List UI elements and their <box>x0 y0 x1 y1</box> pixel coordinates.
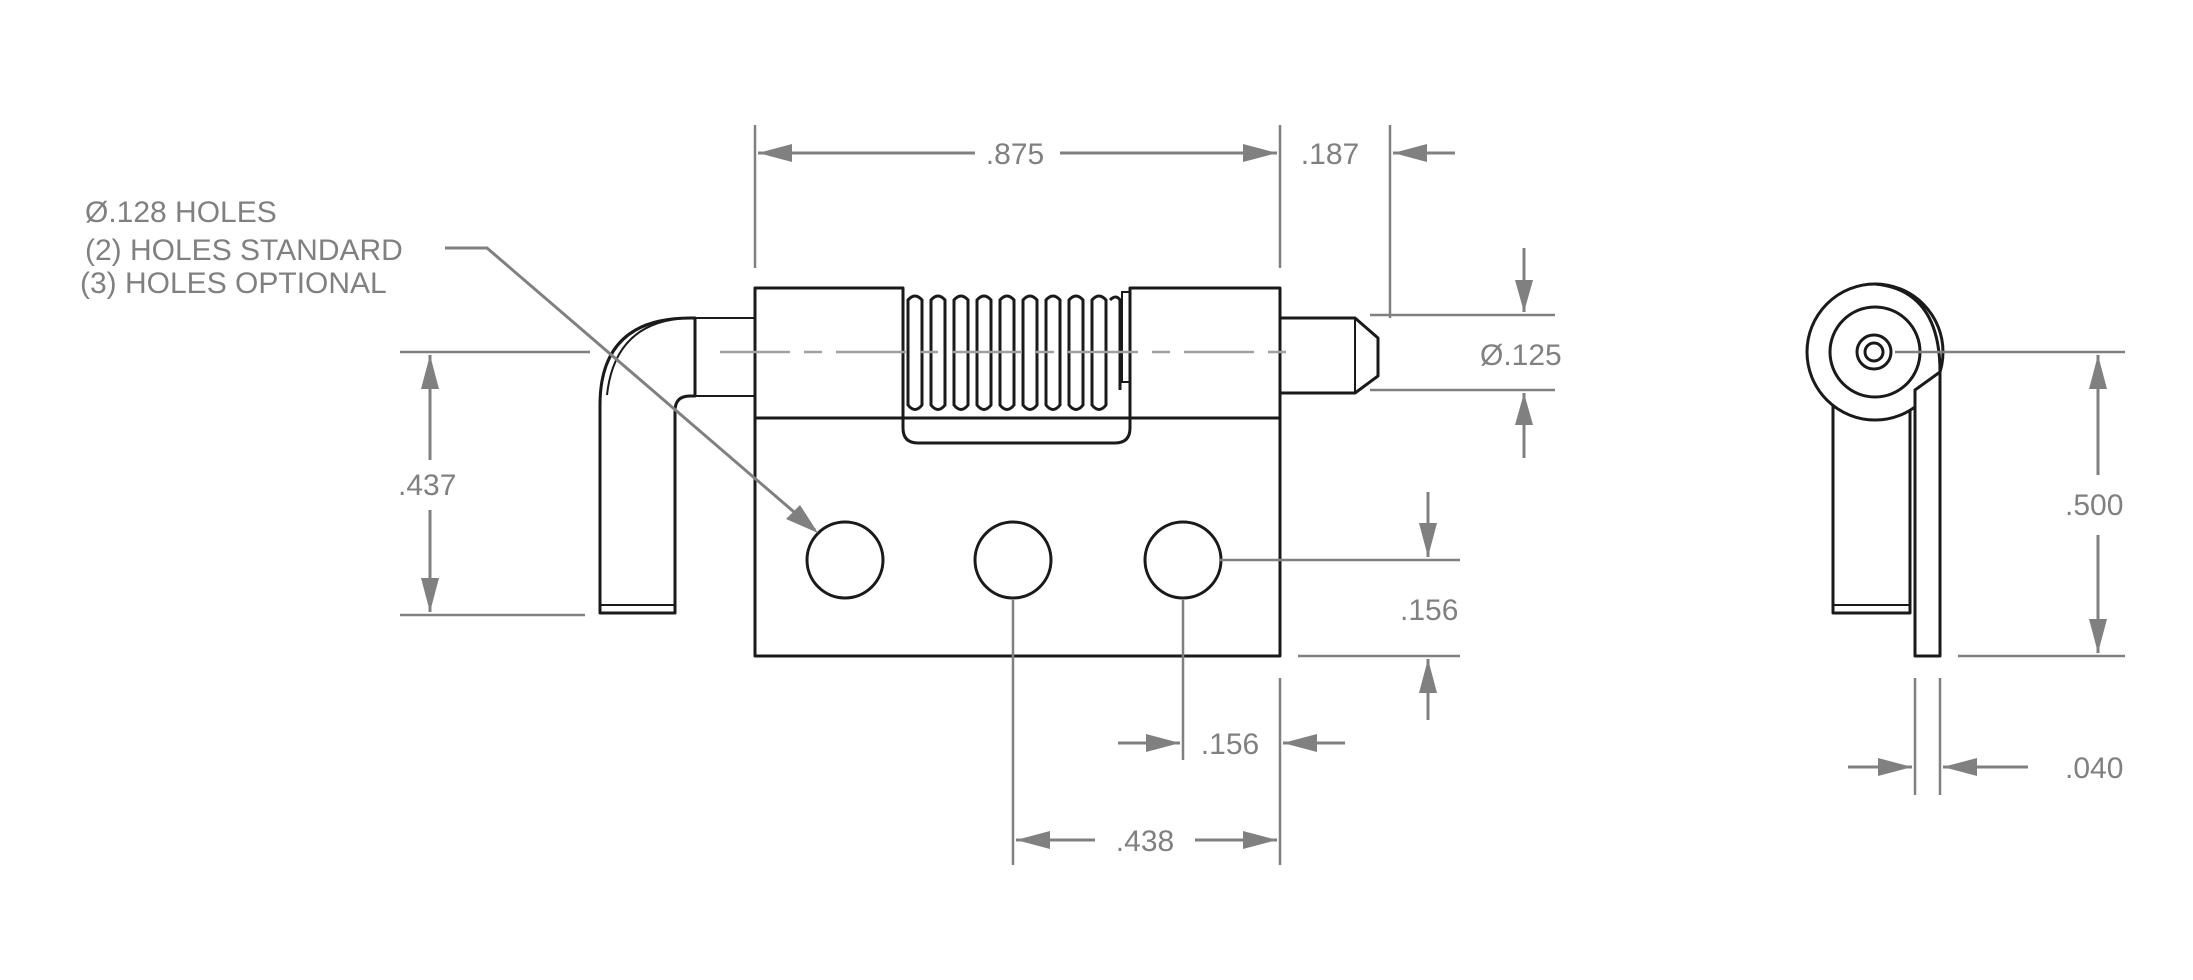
front-view-dimensions: .875 .187 Ø.125 .437 .156 <box>398 125 1562 865</box>
spring-cutout <box>901 416 1132 445</box>
mounting-hole-1 <box>805 520 885 600</box>
callout-line-2: (2) HOLES STANDARD <box>85 234 403 267</box>
side-handle-leg <box>1831 400 1912 615</box>
dim-height-to-pin: .437 <box>398 469 456 502</box>
dim-overall-width: .875 <box>986 138 1044 171</box>
callout-line-3: (3) HOLES OPTIONAL <box>80 267 387 300</box>
side-pin-inner <box>1863 341 1885 363</box>
pin-tip <box>1278 316 1380 395</box>
pin-handle <box>598 316 697 615</box>
dim-thickness: .040 <box>2065 752 2123 785</box>
spring-coil <box>906 291 1131 411</box>
pin-handle-inner-curve <box>606 317 691 396</box>
front-view <box>598 286 1380 658</box>
dim-hole-edge-vertical: .156 <box>1400 594 1458 627</box>
side-view-dimensions: .500 .040 <box>1848 350 2125 795</box>
side-leaf <box>1913 370 1942 658</box>
holes-callout-note: Ø.128 HOLES (2) HOLES STANDARD (3) HOLES… <box>80 196 403 300</box>
dim-hole-spacing: .438 <box>1116 825 1174 858</box>
side-pin-outer <box>1855 333 1893 371</box>
side-view <box>1805 282 1945 658</box>
callout-line-1: Ø.128 HOLES <box>85 196 277 229</box>
dim-side-height: .500 <box>2065 489 2123 522</box>
dim-pin-diameter: Ø.125 <box>1480 339 1562 372</box>
hinge-leaf <box>753 416 1282 658</box>
dim-hole-edge-horizontal: .156 <box>1201 728 1259 761</box>
mounting-hole-3 <box>1143 520 1223 600</box>
dim-pin-extension: .187 <box>1301 138 1359 171</box>
mounting-hole-2 <box>973 520 1053 600</box>
